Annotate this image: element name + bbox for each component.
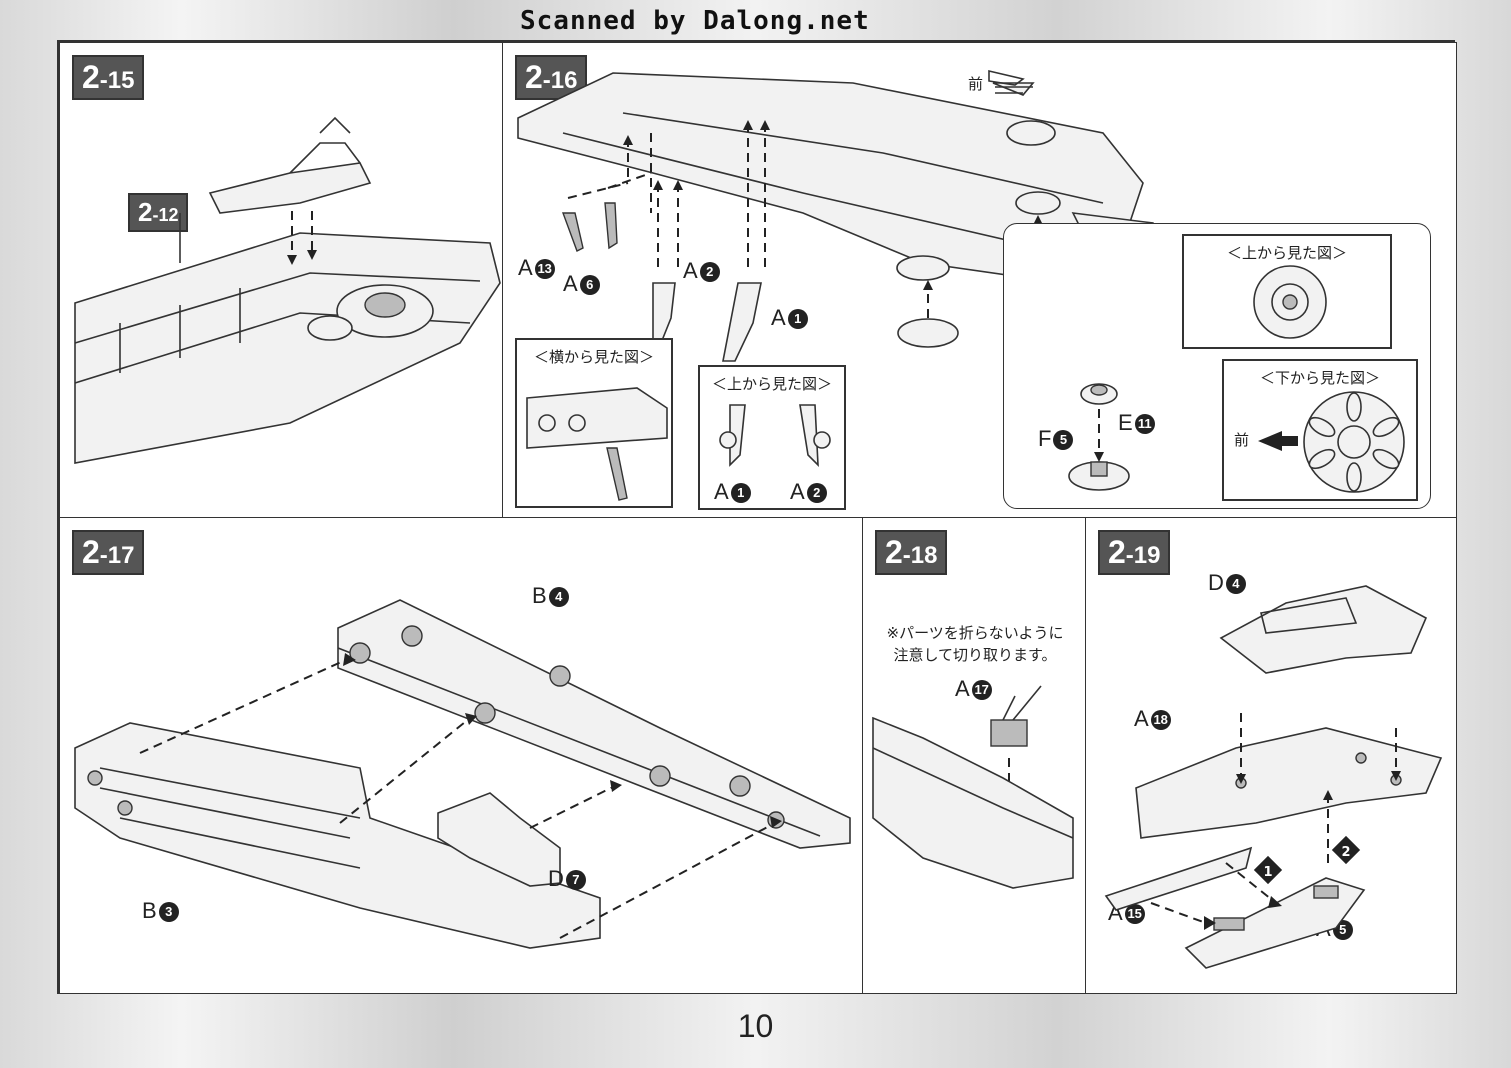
- hull-assembly-illustration: [74, 599, 851, 949]
- top-view-drawing: [719, 404, 831, 468]
- assembly-detail-drawing: [1068, 383, 1130, 491]
- inset-title: ＜横から見た図＞: [533, 348, 654, 366]
- bottom-view-drawing: [1258, 391, 1405, 493]
- instruction-page-frame: 2-15 2-12 2-16 前: [57, 40, 1457, 994]
- order-marker-2: 2: [1341, 845, 1350, 860]
- ship-deck-illustration: [74, 116, 501, 464]
- step-2-15-panel: 2-15 2-12: [59, 42, 503, 518]
- step-2-19-panel: 2-19 D4 A18 A15 A5 1 2: [1085, 517, 1457, 994]
- top-view-detail-inset: ＜上から見た図＞: [1182, 234, 1392, 349]
- page-number: 10: [737, 1008, 774, 1044]
- cutting-caution-note: ※パーツを折らないように 注意して切り取ります。: [886, 624, 1064, 664]
- step-badge: 2-17: [72, 530, 145, 575]
- inset-title: ＜下から見た図＞: [1259, 369, 1380, 387]
- step-badge: 2-19: [1098, 530, 1171, 575]
- step-badge: 2-18: [875, 530, 948, 575]
- wing-assembly-illustration: 1 2: [1104, 585, 1443, 969]
- detail-callout: ＜上から見た図＞ ＜下から見た図＞ 前: [1003, 223, 1431, 509]
- side-view-drawing: [526, 387, 668, 501]
- inset-title: ＜上から見た図＞: [711, 375, 832, 393]
- front-direction-label: 前: [968, 75, 984, 93]
- step-2-16-panel: 2-16 前: [502, 42, 1457, 518]
- order-marker-1: 1: [1263, 865, 1272, 880]
- side-view-inset: ＜横から見た図＞: [515, 338, 673, 508]
- reference-step-badge: 2-12: [128, 193, 189, 232]
- turret-assembly-illustration: [872, 685, 1074, 889]
- front-direction-label: 前: [1234, 431, 1250, 449]
- bottom-view-inset: ＜下から見た図＞ 前: [1222, 359, 1418, 501]
- step-badge: 2-15: [72, 55, 145, 100]
- scan-watermark: Scanned by Dalong.net: [520, 6, 870, 36]
- top-view-detail-drawing: [1253, 265, 1327, 339]
- inset-title: ＜上から見た図＞: [1226, 244, 1347, 262]
